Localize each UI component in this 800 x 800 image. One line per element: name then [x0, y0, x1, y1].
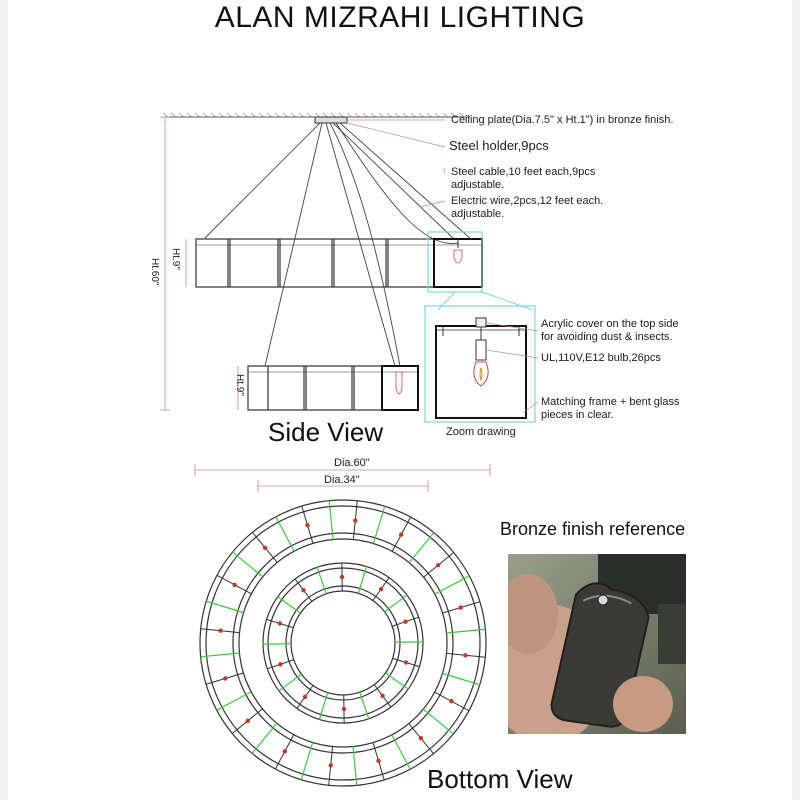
acrylic-cover-note: for avoiding dust & insects. [541, 331, 673, 343]
bulb-dot [449, 698, 454, 704]
bronze-finish-photo [508, 554, 686, 734]
bulb-dot [463, 653, 468, 658]
bronze-reference-title: Bronze finish reference [500, 519, 686, 539]
bulb-dot [398, 532, 404, 537]
glass-piece-mark [434, 575, 470, 595]
bulb-dot [277, 621, 283, 626]
glass-piece-mark [385, 672, 409, 690]
bulb-dot [380, 693, 385, 699]
electric-wire-label: Electric wire,2pcs,12 feet each. [451, 195, 604, 207]
glass-piece-mark [357, 566, 368, 594]
bulb-dot [223, 676, 228, 681]
bulb-dot [403, 619, 408, 624]
acrylic-cover-label: Acrylic cover on the top side [541, 318, 679, 330]
frame-glass-label: Matching frame + bent glass [541, 396, 680, 408]
steel-cable-note: adjustable. [451, 179, 505, 191]
left-page-border [0, 0, 8, 800]
glass-piece-mark [391, 734, 411, 770]
outer-diameter-dimension: Dia.60" [334, 457, 370, 469]
side-view-caption: Side View [268, 417, 384, 447]
frame-glass-note: pieces in clear. [541, 409, 614, 421]
glass-piece-mark [422, 708, 454, 735]
glass-piece-mark [200, 652, 240, 658]
glass-piece-mark [328, 500, 334, 540]
bulb-dot [436, 562, 441, 568]
ceiling-plate-label: Ceiling plate(Dia.7.5" x Ht.1") in bronz… [451, 114, 674, 126]
bulb-dot [232, 582, 237, 588]
glass-piece-mark [300, 742, 314, 780]
glass-piece-mark [318, 692, 329, 720]
glass-piece-mark [232, 551, 264, 578]
glass-piece-mark [446, 628, 486, 634]
inner-diameter-dimension: Dia.34" [324, 474, 360, 486]
glass-piece-mark [206, 600, 244, 614]
bulb-dot [378, 586, 384, 592]
glass-piece-mark [408, 532, 435, 564]
glass-piece-mark [216, 691, 252, 711]
glass-piece-mark [278, 673, 302, 692]
steel-holder-label: Steel holder,9pcs [449, 138, 549, 153]
zoom-drawing-caption: Zoom drawing [446, 426, 516, 438]
bulb-dot [328, 763, 333, 768]
glass-piece-mark [442, 672, 480, 686]
bulb-dot [218, 628, 223, 633]
zoom-drawing-shape [424, 305, 536, 423]
bulb-dot [245, 718, 250, 724]
bulb-dot [262, 545, 268, 550]
page-title: ALAN MIZRAHI LIGHTING [214, 1, 586, 34]
bulb-dot [376, 758, 381, 763]
bottom-view-caption: Bottom View [427, 764, 573, 794]
electric-wire-note: adjustable. [451, 208, 505, 220]
bulb-dot [302, 694, 308, 700]
glass-piece-mark [352, 746, 358, 786]
glass-piece-mark [251, 722, 278, 754]
bulb-dot [341, 706, 347, 712]
glass-piece-mark [277, 596, 301, 614]
bulb-label: UL,110V,E12 bulb,26pcs [541, 352, 661, 364]
steel-cable-label: Steel cable,10 feet each,9pcs [451, 166, 596, 178]
bulb-dot [403, 660, 409, 665]
glass-piece-mark [372, 506, 386, 544]
bulb-dot [301, 587, 306, 593]
bulb-dot [353, 518, 358, 523]
glass-piece-mark [384, 594, 408, 613]
glass-piece-mark [316, 567, 327, 594]
bulb-dot [339, 574, 345, 580]
bulb-dot [305, 523, 310, 528]
glass-piece-mark [359, 692, 370, 719]
bulb-dot [458, 605, 463, 610]
steel-cables [204, 122, 473, 367]
bulb-dot [282, 749, 288, 754]
right-page-border [792, 0, 800, 800]
glass-piece-mark [275, 516, 295, 552]
bulb-dot [278, 662, 283, 667]
bulb-dot [418, 736, 424, 741]
